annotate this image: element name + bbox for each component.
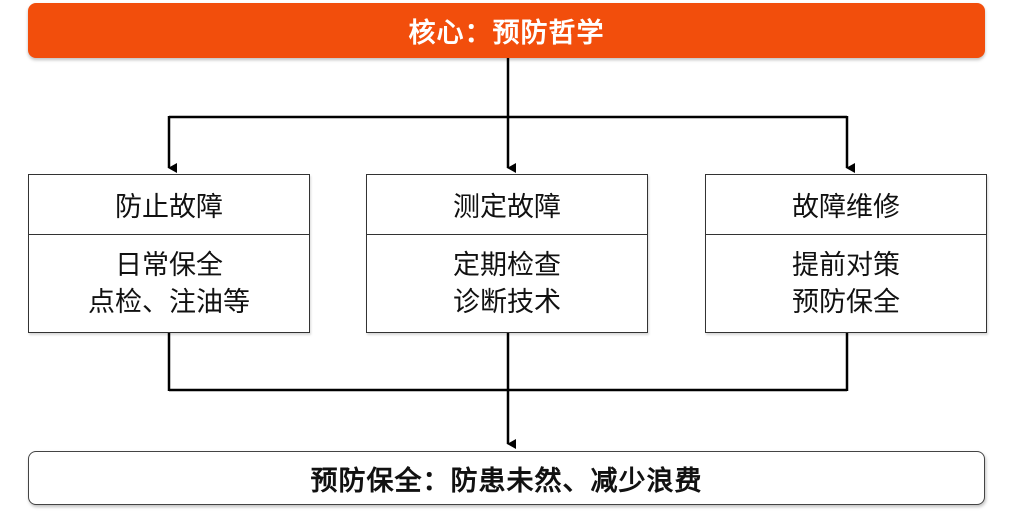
core-philosophy-title: 核心：预防哲学 <box>408 18 605 49</box>
repair-failure-body: 提前对策 预防保全 <box>706 235 986 333</box>
repair-failure-line-1: 提前对策 <box>792 250 900 281</box>
prevent-failure-box: 防止故障 日常保全 点检、注油等 <box>28 174 310 333</box>
repair-failure-box: 故障维修 提前对策 预防保全 <box>705 174 987 333</box>
repair-failure-title: 故障维修 <box>706 175 986 235</box>
measure-failure-title: 测定故障 <box>367 175 647 235</box>
conclusion-banner: 预防保全：防患未然、减少浪费 <box>28 451 985 505</box>
prevent-failure-line-2: 点检、注油等 <box>88 287 250 318</box>
prevent-failure-body: 日常保全 点检、注油等 <box>29 235 309 333</box>
measure-failure-box: 测定故障 定期检查 诊断技术 <box>366 174 648 333</box>
measure-failure-line-2: 诊断技术 <box>453 287 561 318</box>
repair-failure-line-2: 预防保全 <box>792 287 900 318</box>
prevent-failure-title: 防止故障 <box>29 175 309 235</box>
prevent-failure-line-1: 日常保全 <box>115 250 223 281</box>
measure-failure-body: 定期检查 诊断技术 <box>367 235 647 333</box>
measure-failure-line-1: 定期检查 <box>453 250 561 281</box>
core-philosophy-banner: 核心：预防哲学 <box>28 3 985 58</box>
conclusion-text: 预防保全：防患未然、减少浪费 <box>310 465 703 497</box>
